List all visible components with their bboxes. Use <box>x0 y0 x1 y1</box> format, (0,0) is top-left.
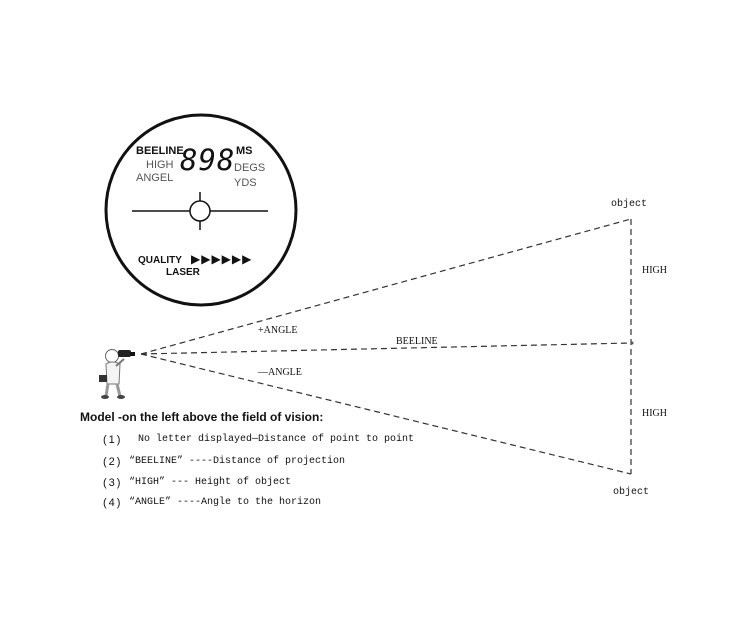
sightline-plus-angle <box>140 218 632 355</box>
scope-ms-unit: MS <box>236 145 253 157</box>
legend-item-description: No letter displayed—Distance of point to… <box>138 434 415 445</box>
scope-quality-label: QUALITY <box>138 255 182 266</box>
object-label-bottom: object <box>613 487 650 498</box>
observer-figure-icon <box>99 349 135 399</box>
legend-item-description: “BEELINE” ----Distance of projection <box>129 456 346 467</box>
beeline-target-point <box>630 341 634 345</box>
scope-circle <box>104 113 298 307</box>
legend-item-number: (1) <box>103 434 123 446</box>
plus-angle-label: +ANGLE <box>258 325 298 336</box>
scope-yds-unit: YDS <box>234 177 257 189</box>
legend-item-description: “HIGH” --- Height of object <box>129 477 292 488</box>
crosshair-reticle <box>189 200 211 222</box>
high-label-bottom: HIGH <box>642 408 667 419</box>
legend-item-number: (4) <box>103 497 123 509</box>
legend-heading: Model -on the left above the field of vi… <box>80 410 324 424</box>
sightline-minus-angle <box>140 353 632 475</box>
sightline-beeline <box>140 342 632 355</box>
legend-item-description: “ANGLE” ----Angle to the horizon <box>129 497 322 508</box>
scope-quality-arrows-icon: ▶▶▶▶▶▶ <box>191 252 253 266</box>
scope-laser-label: LASER <box>166 267 200 278</box>
legend-item-number: (2) <box>103 456 123 468</box>
scope-degs-unit: DEGS <box>234 162 266 174</box>
legend-item-number: (3) <box>103 477 123 489</box>
scope-beeline-indicator: BEELINE <box>136 145 184 157</box>
beeline-label: BEELINE <box>396 336 438 347</box>
object-label-top: object <box>611 199 648 210</box>
scope-digital-reading: 898 <box>180 143 236 177</box>
scope-high-indicator: HIGH <box>146 159 174 171</box>
minus-angle-label: —ANGLE <box>258 367 302 378</box>
scope-angel-indicator: ANGEL <box>136 172 174 184</box>
high-label-top: HIGH <box>642 265 667 276</box>
